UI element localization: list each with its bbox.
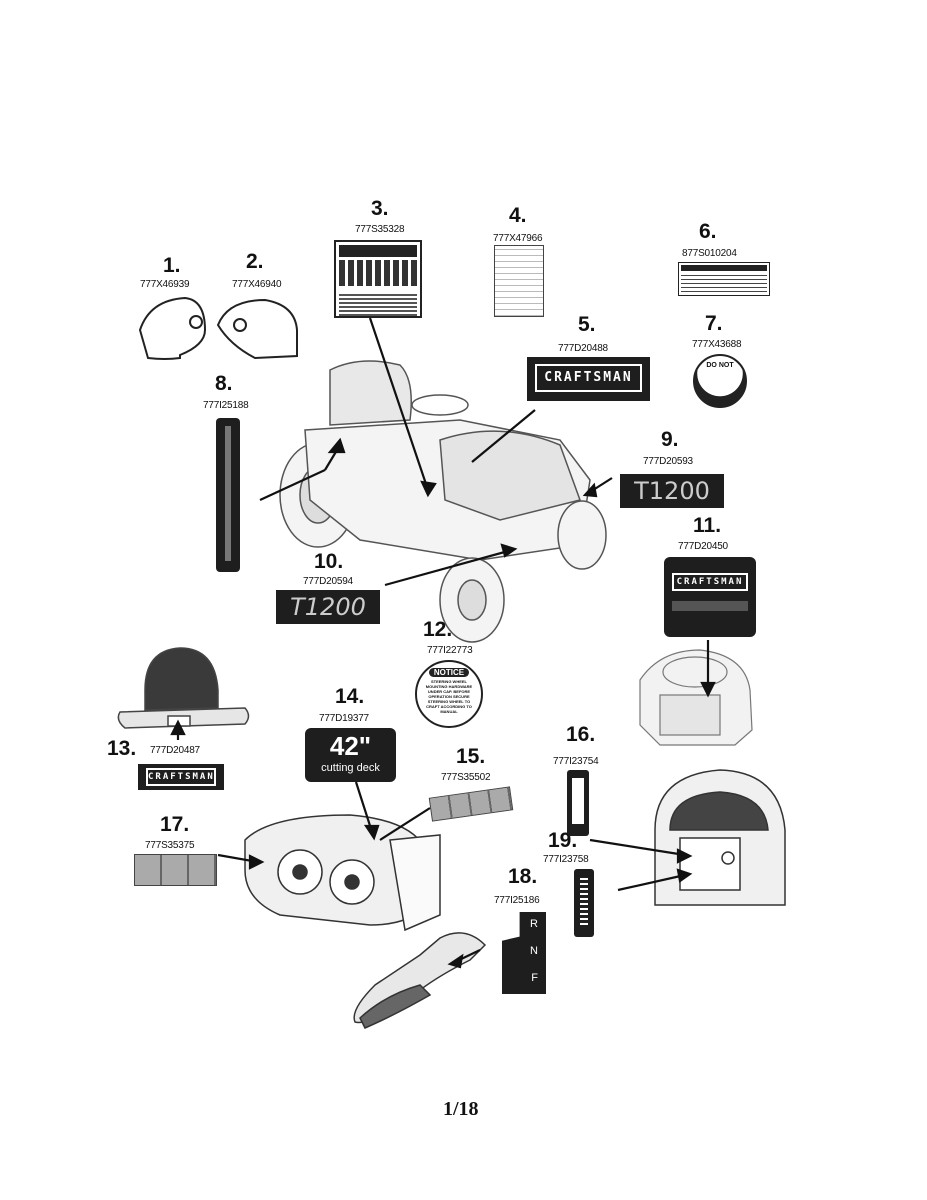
gear-f-label: F <box>531 972 538 984</box>
part-number-12: 777I22773 <box>427 645 473 656</box>
part-number-19: 777I23758 <box>543 854 589 865</box>
part-number-2: 777X46940 <box>232 279 282 290</box>
part-number-13: 777D20487 <box>150 745 200 756</box>
fender-decal-left <box>138 296 207 360</box>
part-number-4: 777X47966 <box>493 233 543 244</box>
callout-number-5: 5. <box>578 313 596 336</box>
callout-number-15: 15. <box>456 745 486 768</box>
warning-label-decal <box>678 262 770 296</box>
deck-size-text: 42" <box>329 731 372 761</box>
seat-illustration <box>117 647 250 729</box>
part-number-6: 877S010204 <box>682 248 737 259</box>
control-strip-decal-16 <box>567 770 589 836</box>
chart-decal <box>494 245 544 317</box>
caution-text: DO NOT <box>706 362 734 369</box>
deck-label-text: cutting deck <box>321 762 380 774</box>
part-number-9: 777D20593 <box>643 456 693 467</box>
model-text-left: T1200 <box>290 593 366 621</box>
engine-illustration <box>639 649 753 746</box>
callout-number-1: 1. <box>163 254 181 277</box>
notice-title: NOTICE <box>429 668 469 677</box>
hood-brand-text: CRAFTSMAN <box>535 364 642 392</box>
callout-number-16: 16. <box>566 723 596 746</box>
part-number-10: 777D20594 <box>303 576 353 587</box>
notice-text: STEERING WHEEL MOUNTING HARDWARE UNDER C… <box>425 679 473 714</box>
engine-brand-text: CRAFTSMAN <box>672 573 748 591</box>
caution-round-decal: DO NOT <box>693 354 747 408</box>
control-strip-decal-19 <box>574 869 594 937</box>
model-decal-right: T1200 <box>620 474 724 508</box>
callout-number-2: 2. <box>246 250 264 273</box>
part-number-5: 777D20488 <box>558 343 608 354</box>
callout-number-4: 4. <box>509 204 527 227</box>
notice-round-decal: NOTICE STEERING WHEEL MOUNTING HARDWARE … <box>415 660 483 728</box>
part-number-18: 777I25186 <box>494 895 540 906</box>
deck-warning-decal <box>134 854 217 886</box>
gear-n-label: N <box>530 945 538 957</box>
callout-number-7: 7. <box>705 312 723 335</box>
tractor-rear-illustration <box>654 769 786 906</box>
part-number-11: 777D20450 <box>678 541 728 552</box>
callout-number-12: 12. <box>423 618 453 641</box>
part-number-17: 777S35375 <box>145 840 195 851</box>
callout-number-6: 6. <box>699 220 717 243</box>
seat-brand-text: CRAFTSMAN <box>146 768 216 786</box>
fender-decal-right <box>216 298 298 360</box>
part-number-15: 777S35502 <box>441 772 491 783</box>
leader-lines <box>170 317 716 969</box>
deck-size-decal: 42" cutting deck <box>305 728 396 782</box>
seat-brand-decal: CRAFTSMAN <box>138 764 224 790</box>
gear-r-label: R <box>530 918 538 930</box>
engine-brand-decal: CRAFTSMAN <box>664 557 756 637</box>
callout-number-3: 3. <box>371 197 389 220</box>
foot-pedal-illustration <box>353 932 487 1029</box>
part-number-1: 777X46939 <box>140 279 190 290</box>
callout-number-17: 17. <box>160 813 190 836</box>
mower-deck-illustration <box>244 814 441 932</box>
model-text-right: T1200 <box>634 477 710 505</box>
part-number-8: 777I25188 <box>203 400 249 411</box>
callout-number-10: 10. <box>314 550 344 573</box>
callout-number-11: 11. <box>693 514 722 537</box>
callout-number-13: 13. <box>107 737 137 760</box>
callout-number-9: 9. <box>661 428 679 451</box>
part-number-3: 777S35328 <box>355 224 405 235</box>
safety-instruction-decal <box>334 240 422 318</box>
page-number: 1/18 <box>443 1098 479 1120</box>
hood-brand-decal: CRAFTSMAN <box>527 357 650 401</box>
callout-number-8: 8. <box>215 372 233 395</box>
tractor-illustration <box>279 360 607 643</box>
throttle-strip-decal <box>216 418 240 572</box>
part-number-14: 777D19377 <box>319 713 369 724</box>
part-number-7: 777X43688 <box>692 339 742 350</box>
part-number-16: 777I23754 <box>553 756 599 767</box>
callout-number-18: 18. <box>508 865 538 888</box>
model-decal-left: T1200 <box>276 590 380 624</box>
callout-number-14: 14. <box>335 685 365 708</box>
